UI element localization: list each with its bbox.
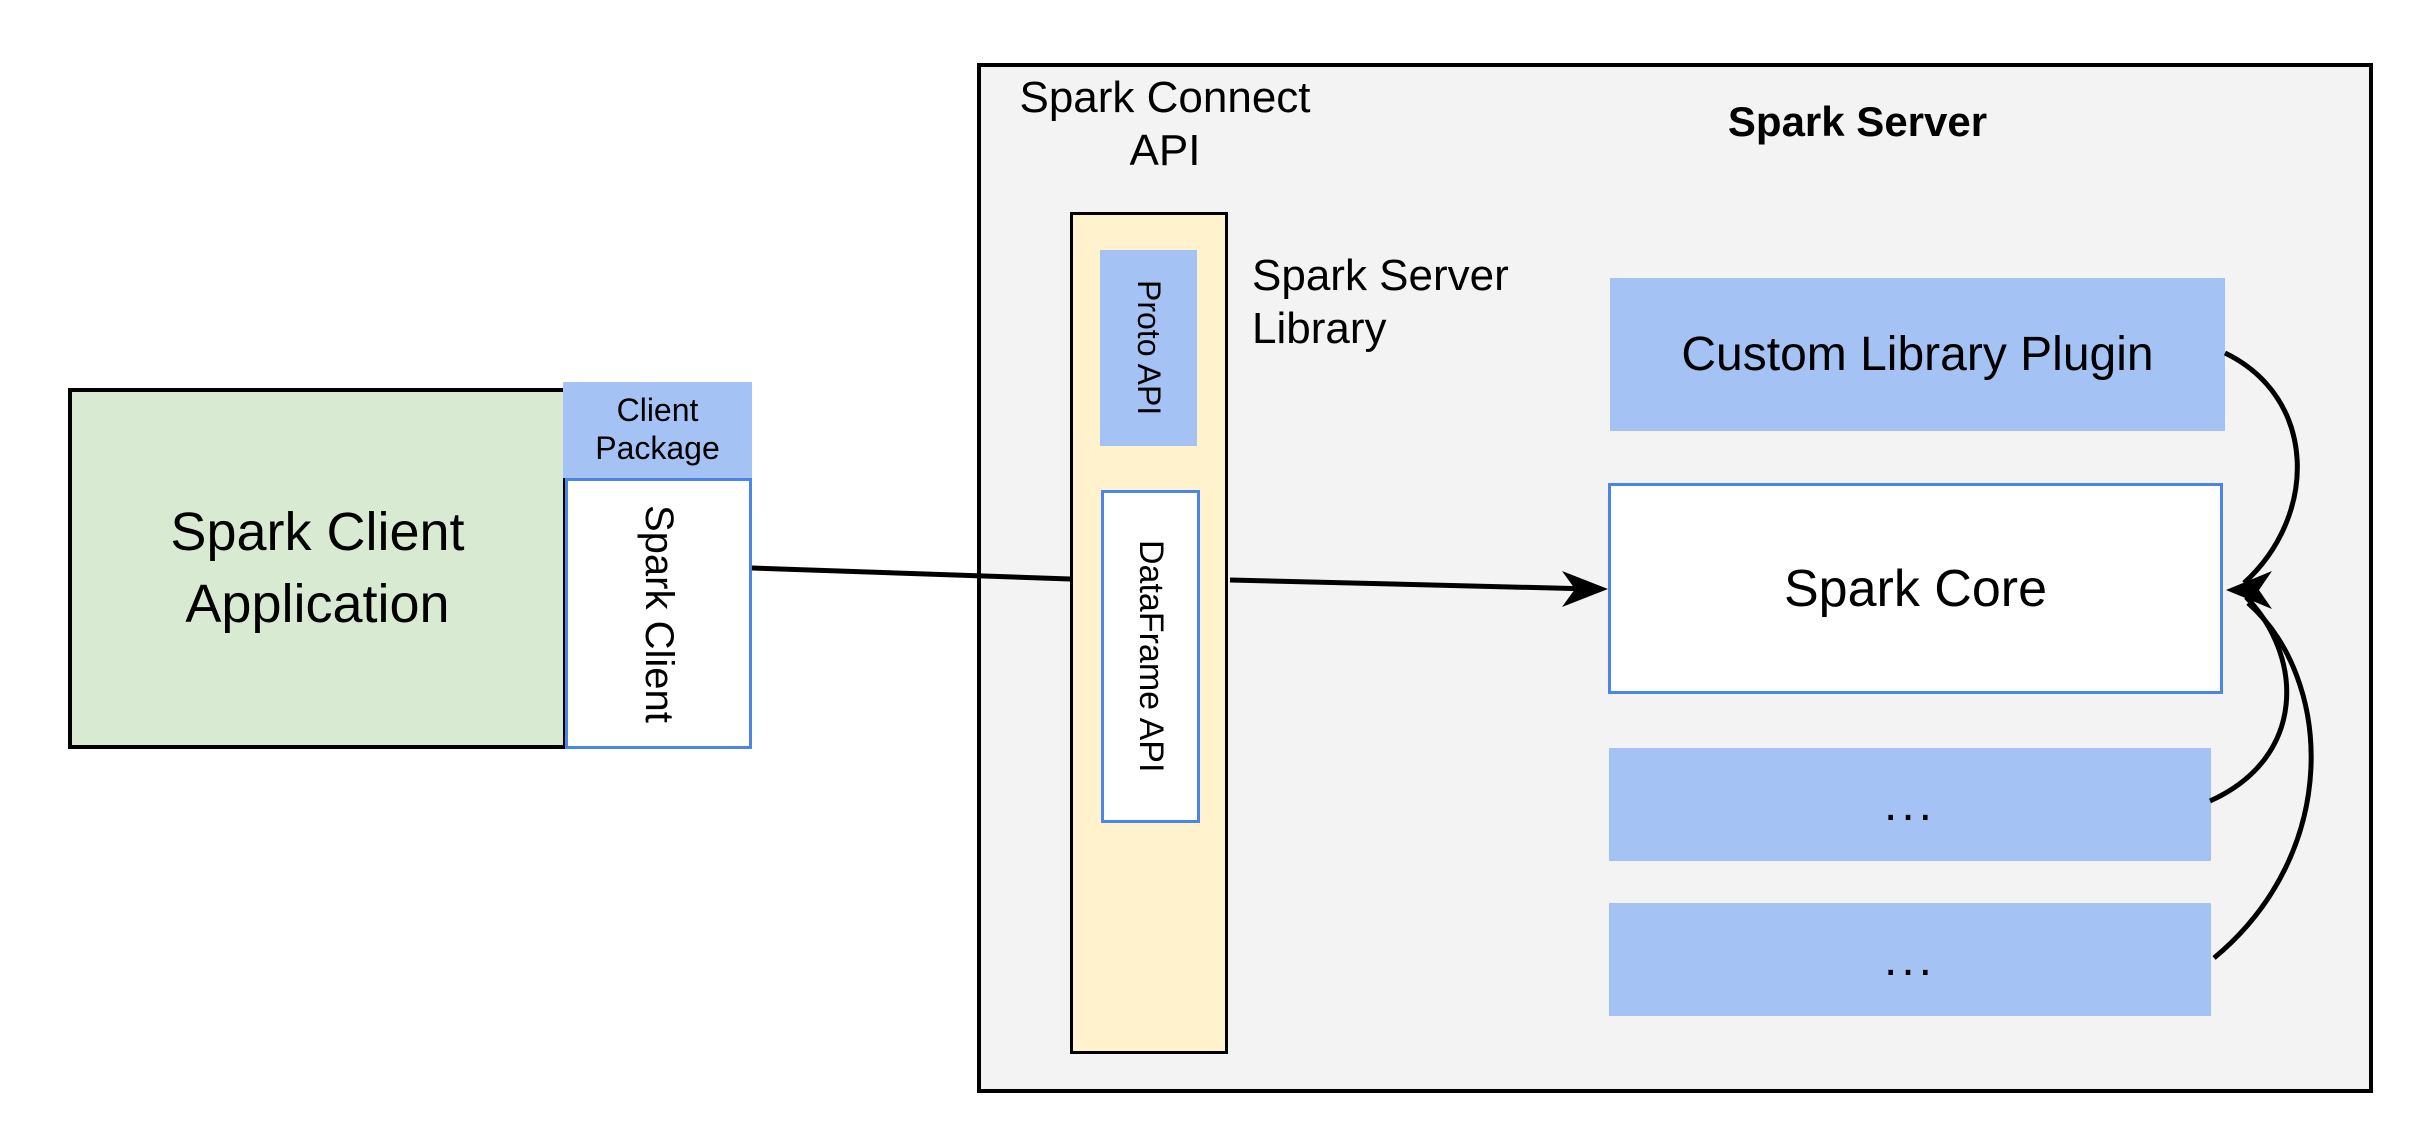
spark-client-application-box: Spark Client Application [68,388,567,749]
custom-library-plugin-label: Custom Library Plugin [1681,328,2154,381]
spark-client-box: Spark Client [565,478,752,749]
spark-core-box: Spark Core [1608,483,2223,694]
dataframe-api-label: DataFrame API [1132,540,1170,773]
spark-server-title: Spark Server [1727,98,1988,145]
proto-api-box: Proto API [1100,250,1197,446]
spark-connect-api-label: Spark Connect API [1019,73,1311,175]
placeholder-box-1: ... [1609,748,2211,861]
custom-library-plugin-box: Custom Library Plugin [1610,278,2225,431]
dataframe-api-box: DataFrame API [1101,490,1200,823]
placeholder-box-2: ... [1609,903,2211,1016]
client-package-label: Client Package [595,392,720,466]
placeholder-box-2-label: ... [1883,933,1936,986]
client-package-box: Client Package [563,382,752,478]
spark-client-label: Spark Client [637,504,681,723]
spark-client-application-label: Spark Client Application [170,502,465,634]
proto-api-label: Proto API [1131,280,1167,416]
spark-server-library-label: Spark Server Library [1252,251,1509,353]
placeholder-box-1-label: ... [1883,778,1936,831]
spark-core-label: Spark Core [1784,559,2047,618]
